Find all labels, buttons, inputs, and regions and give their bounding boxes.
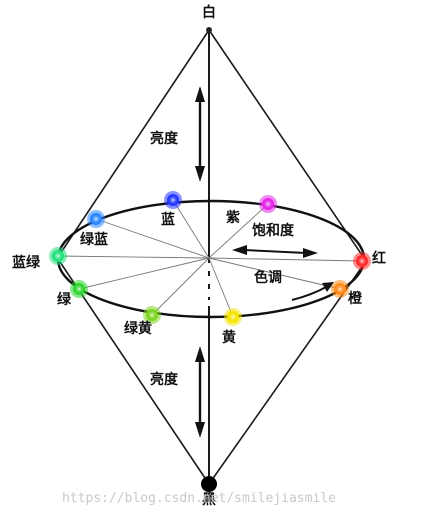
saturation-arrow xyxy=(232,245,318,258)
hue-dot-green-blue xyxy=(87,210,105,228)
black-apex-dot xyxy=(201,476,217,492)
watermark-text: https://blog.csdn.net/smilejiasmile xyxy=(62,491,336,506)
hue-dot-red xyxy=(353,252,371,270)
brightness-arrow-bottom xyxy=(195,346,205,438)
label-saturation: 饱和度 xyxy=(252,223,294,239)
hue-dot-yellow-green xyxy=(143,306,161,324)
hue-label-orange: 橙 xyxy=(348,291,362,307)
label-brightness-top: 亮度 xyxy=(150,131,178,147)
hue-label-green: 绿 xyxy=(57,292,71,308)
cone-outline xyxy=(59,29,365,485)
hue-dot-cyan xyxy=(49,247,67,265)
hue-spokes xyxy=(57,199,363,318)
label-brightness-bottom: 亮度 xyxy=(150,372,178,388)
white-apex-dot xyxy=(206,27,212,33)
hue-label-yellow-green: 绿黄 xyxy=(124,321,152,337)
hue-dot-orange xyxy=(331,280,349,298)
hue-dot-green xyxy=(70,280,88,298)
hue-arrow xyxy=(291,282,334,301)
hue-dot-yellow xyxy=(224,308,242,326)
hue-dot-blue xyxy=(164,191,182,209)
hue-dot-purple xyxy=(259,195,277,213)
label-white: 白 xyxy=(202,5,216,21)
hue-label-purple: 紫 xyxy=(226,210,240,226)
label-black: 黑 xyxy=(202,492,216,508)
hue-label-red: 红 xyxy=(372,251,386,267)
brightness-arrow-top xyxy=(195,86,205,182)
hue-label-yellow: 黄 xyxy=(222,330,236,346)
hue-label-cyan: 蓝绿 xyxy=(12,255,40,271)
label-hue: 色调 xyxy=(254,270,282,286)
hue-dots xyxy=(49,191,371,326)
hue-label-blue: 蓝 xyxy=(161,212,175,228)
hue-label-green-blue: 绿蓝 xyxy=(80,232,108,248)
